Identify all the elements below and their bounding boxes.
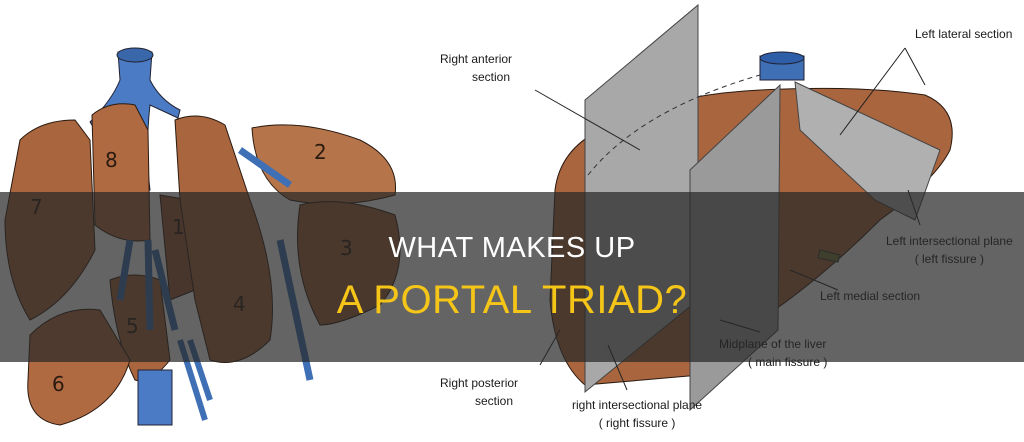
segment-label-6: 6: [52, 372, 65, 396]
title-line-1: WHAT MAKES UP: [388, 232, 636, 264]
segment-label-8: 8: [105, 148, 118, 172]
label-line: ( right fissure ): [598, 416, 676, 430]
label-right-intersectional: right intersectional plane ( right fissu…: [572, 396, 702, 432]
title-line-2: A PORTAL TRIAD?: [336, 278, 688, 322]
segment-label-2: 2: [314, 140, 327, 164]
label-line: right intersectional plane: [572, 398, 703, 412]
label-line: Right posterior: [440, 376, 519, 390]
label-line: section: [472, 70, 511, 84]
label-right-posterior: Right posterior section: [440, 374, 518, 410]
label-right-anterior: Right anterior section: [440, 50, 512, 86]
title-overlay-band: [0, 192, 1024, 362]
label-line: section: [475, 394, 514, 408]
label-line: Right anterior: [440, 52, 513, 66]
label-left-lateral: Left lateral section: [915, 27, 1013, 41]
